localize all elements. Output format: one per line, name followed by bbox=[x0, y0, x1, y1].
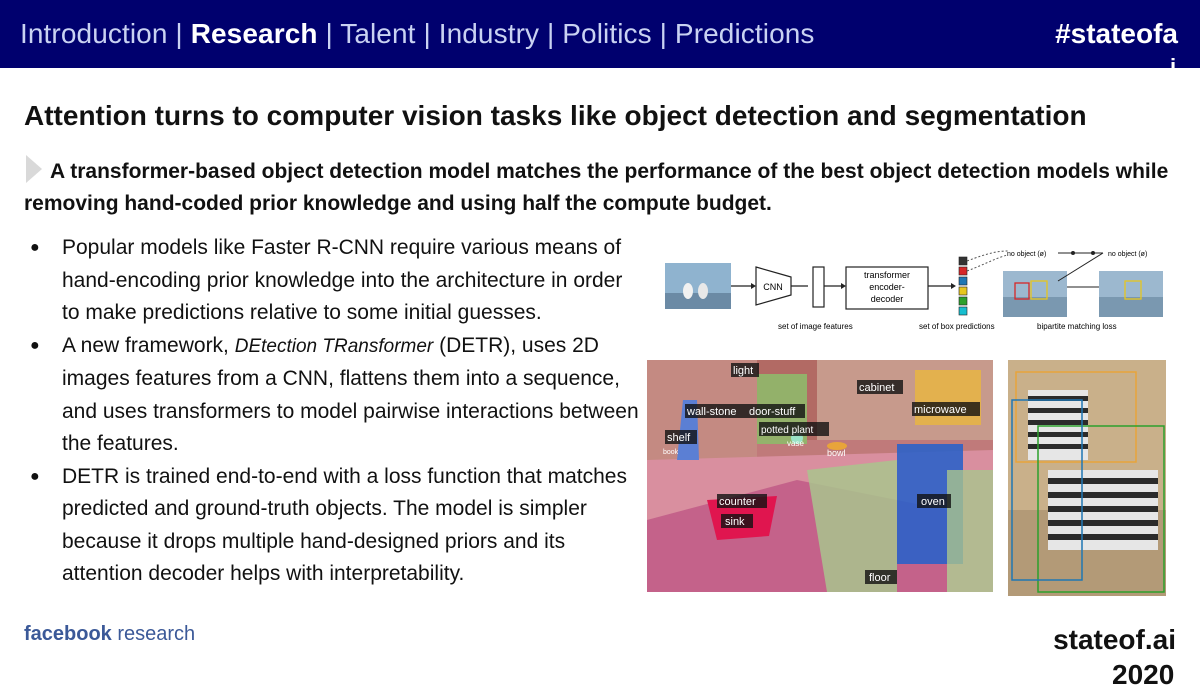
site-name: stateof.ai bbox=[1053, 624, 1176, 655]
segment-label: door-stuff bbox=[749, 406, 796, 418]
segment-label: microwave bbox=[914, 404, 967, 416]
bullet-marker: ● bbox=[30, 467, 40, 485]
nav-item-industry[interactable]: Industry bbox=[438, 18, 540, 49]
prediction-slot bbox=[958, 266, 968, 276]
subtitle-line-1: A transformer-based object detection mod… bbox=[50, 160, 1169, 183]
segment-label: sink bbox=[725, 516, 745, 528]
segment-label: bowl bbox=[827, 448, 846, 458]
segment-label: floor bbox=[869, 572, 891, 584]
top-navigation-bar: Introduction | Research | Talent | Indus… bbox=[0, 0, 1200, 79]
segment-label: oven bbox=[921, 496, 945, 508]
bullet-text-pre: A new framework, bbox=[62, 333, 235, 357]
cnn-label: CNN bbox=[763, 282, 783, 292]
feature-vector bbox=[812, 266, 825, 308]
facebook-research-logo: facebook research bbox=[24, 623, 195, 646]
site-year: 2020 bbox=[1112, 659, 1175, 690]
slide-title: Attention turns to computer vision tasks… bbox=[24, 100, 1087, 131]
no-object-label: no object (ø) bbox=[1108, 251, 1147, 258]
nav-separator: | bbox=[547, 18, 555, 49]
nav-separator: | bbox=[325, 18, 333, 49]
prediction-slot bbox=[958, 296, 968, 306]
detr-architecture-diagram: CNN transformer encoder- decoder no obje… bbox=[665, 250, 1163, 331]
prediction-slot bbox=[958, 286, 968, 296]
logo-suffix: research bbox=[111, 623, 196, 645]
transformer-label: transformer bbox=[864, 270, 910, 280]
bullet-marker: ● bbox=[30, 239, 40, 256]
segment-label: light bbox=[733, 365, 753, 377]
cnn-block bbox=[755, 266, 792, 306]
bullet-item: ● DETR is trained end-to-end with a loss… bbox=[30, 461, 645, 591]
bullet-marker: ● bbox=[30, 336, 40, 354]
nav-separator: | bbox=[659, 18, 668, 49]
box-predictions bbox=[958, 256, 968, 316]
transformer-label: encoder- bbox=[869, 282, 905, 292]
nav-item-introduction[interactable]: Introduction bbox=[20, 18, 168, 49]
transformer-label: decoder bbox=[871, 294, 904, 304]
segment-label: potted plant bbox=[761, 425, 813, 436]
nav-separator: | bbox=[175, 18, 183, 49]
segment-label: wall-stone bbox=[686, 406, 737, 418]
bullet-text-emphasis: DEtection TRansformer bbox=[234, 335, 434, 357]
bullet-text-post: (DETR), uses 2D images features from a C… bbox=[62, 333, 639, 456]
chevron-right-icon bbox=[26, 155, 42, 183]
kitchen-segmentation-image: light cabinet wall-stone door-stuff micr… bbox=[647, 360, 993, 592]
segment-label: shelf bbox=[667, 432, 691, 444]
diagram-caption: bipartite matching loss bbox=[1037, 322, 1117, 331]
no-object-label: no object (ø) bbox=[1007, 251, 1046, 258]
bullet-text: DETR is trained end-to-end with a loss f… bbox=[62, 464, 627, 586]
nav-item-predictions[interactable]: Predictions bbox=[674, 18, 815, 49]
bullet-item: ● Popular models like Faster R-CNN requi… bbox=[30, 232, 645, 330]
logo-brand: facebook bbox=[24, 623, 112, 645]
nav-item-politics[interactable]: Politics bbox=[562, 18, 652, 49]
prediction-slot bbox=[958, 256, 968, 266]
bullet-text: Popular models like Faster R-CNN require… bbox=[62, 236, 623, 324]
subtitle-line-2: removing hand-coded prior knowledge and … bbox=[24, 192, 772, 215]
nav-separator: | bbox=[423, 18, 431, 49]
hashtag: #stateofa bbox=[1055, 18, 1178, 49]
hashtag-overflow: i bbox=[1170, 54, 1177, 79]
transformer-block bbox=[845, 266, 929, 310]
segment-label: cabinet bbox=[859, 382, 894, 394]
zebra-detection-image bbox=[1008, 360, 1166, 596]
section-nav: Introduction | Research | Talent | Indus… bbox=[20, 18, 815, 50]
nav-item-research[interactable]: Research bbox=[190, 18, 318, 49]
segment-label: book bbox=[663, 449, 679, 456]
prediction-slot bbox=[958, 276, 968, 286]
bullet-list: ● Popular models like Faster R-CNN requi… bbox=[30, 232, 645, 591]
segment-label: vase bbox=[787, 439, 804, 448]
diagram-caption: set of box predictions bbox=[919, 322, 995, 331]
slide-subtitle: A transformer-based object detection mod… bbox=[24, 156, 1174, 220]
prediction-slot bbox=[958, 306, 968, 316]
segment-label: counter bbox=[719, 496, 756, 508]
diagram-caption: set of image features bbox=[778, 322, 853, 331]
nav-item-talent[interactable]: Talent bbox=[340, 18, 416, 49]
bullet-item: ● A new framework, DEtection TRansformer… bbox=[30, 330, 645, 461]
